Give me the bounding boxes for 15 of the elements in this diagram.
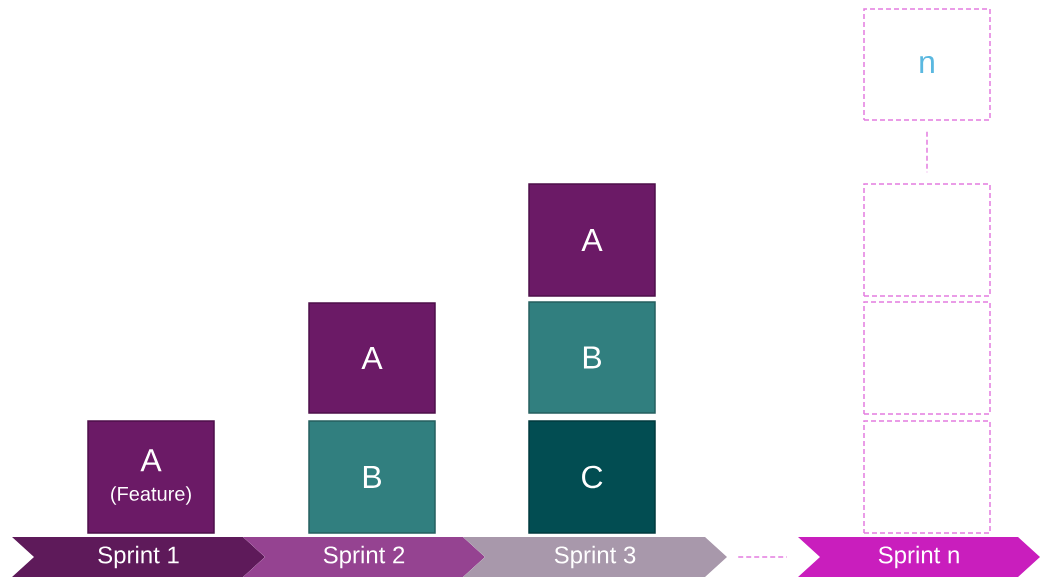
sprint-band: Sprint 1 bbox=[12, 537, 265, 577]
sprint-band: Sprint n bbox=[798, 537, 1040, 577]
placeholder-box bbox=[863, 301, 991, 415]
sprint-band: Sprint 3 bbox=[463, 537, 727, 577]
sprint-band: Sprint 2 bbox=[243, 537, 485, 577]
feature-block: A (Feature) bbox=[87, 420, 215, 534]
placeholder-box bbox=[863, 183, 991, 297]
feature-block: C bbox=[528, 420, 656, 534]
placeholder-box bbox=[863, 420, 991, 534]
feature-block: B bbox=[528, 301, 656, 414]
feature-block: B bbox=[308, 420, 436, 534]
feature-block: A bbox=[308, 302, 436, 414]
placeholder-box: n bbox=[863, 8, 991, 121]
feature-block: A bbox=[528, 183, 656, 297]
connector-line bbox=[737, 556, 788, 558]
